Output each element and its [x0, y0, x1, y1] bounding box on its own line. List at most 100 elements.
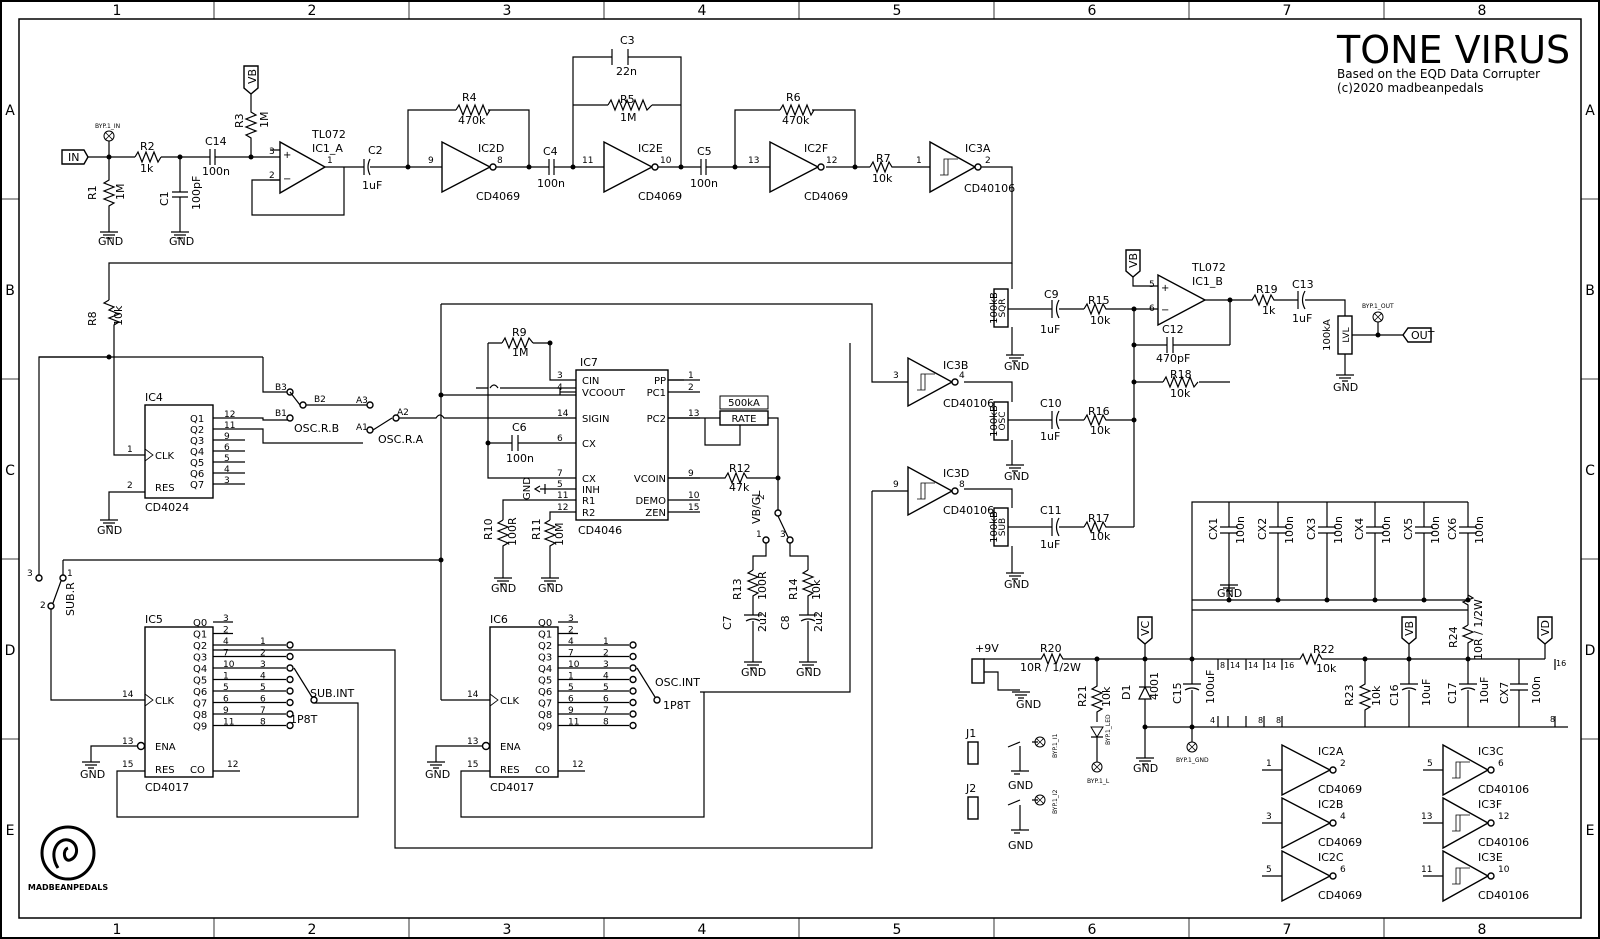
ic5-pin-2: 2	[223, 626, 229, 636]
r3-val: 1M	[258, 112, 271, 129]
r22-val: 10k	[1316, 662, 1337, 675]
gnd-j2: GND	[1008, 839, 1033, 852]
cx2-val: 100n	[1283, 516, 1296, 544]
ic3b-pin4: 4	[959, 371, 965, 381]
gnd-d1: GND	[1133, 762, 1158, 775]
cx7-ref: CX7	[1498, 682, 1511, 704]
ic4-pin-9: 9	[224, 432, 230, 442]
ic3c-ref: IC3C	[1478, 745, 1504, 758]
ic6-q1-name: Q1	[538, 630, 552, 641]
d1-val: 4001	[1148, 672, 1161, 700]
r13-ref: R13	[731, 578, 744, 600]
c8-val: 2u2	[812, 611, 825, 632]
row-b-right: B	[1585, 283, 1595, 299]
ic6-sw-pos-6: 6	[603, 695, 609, 705]
c10-val: 1uF	[1040, 430, 1060, 443]
ic3e-ref: IC3E	[1478, 851, 1503, 864]
divider-section: 3 1 2 SUB.R IC5 CD4017 CLK ENA RES CO 14…	[27, 491, 873, 849]
cx1-ref: CX1	[1207, 518, 1220, 540]
ic6-sw-pos-8: 8	[603, 718, 609, 728]
ic7-right-3-name: VCOIN	[634, 474, 666, 485]
ic7-right-5-name: ZEN	[645, 508, 666, 519]
ic1b-opamp	[1157, 273, 1207, 327]
schmitt-bd: 3 4 IC3B CD40106 9 8 IC3D CD40106	[441, 303, 994, 517]
pot-osc-value: 100kB	[989, 405, 1000, 437]
ic7-left-5-pin: 5	[557, 480, 563, 490]
ic6-ref: IC6	[490, 613, 508, 626]
svg-text:−: −	[283, 174, 291, 185]
cx3-val: 100n	[1332, 516, 1345, 544]
sw-a1: A1	[356, 423, 368, 433]
ic7-left-6-name: R1	[582, 496, 595, 507]
ic4-clk: CLK	[155, 451, 175, 462]
gnd-c7: GND	[741, 666, 766, 679]
r7-val: 10k	[872, 172, 893, 185]
ic4-q5-name: Q5	[190, 458, 204, 469]
col-6: 6	[1088, 3, 1097, 19]
ic6-pin-3: 3	[568, 614, 574, 624]
ic2d-ref: IC2D	[478, 142, 504, 155]
ic3a-pin2: 2	[985, 156, 991, 166]
ic6-pin13: 13	[467, 737, 478, 747]
gnd-osc: GND	[1004, 470, 1029, 483]
ic6-ena: ENA	[500, 742, 521, 753]
ic6-q3-name: Q3	[538, 653, 552, 664]
r18-val: 10k	[1170, 387, 1191, 400]
ic6-q7-name: Q7	[538, 699, 552, 710]
col-1: 1	[113, 3, 122, 19]
row-c: C	[5, 463, 15, 479]
ic2c-pin5: 5	[1266, 865, 1272, 875]
ic2c-part: CD4069	[1318, 889, 1362, 902]
j1-label: J1	[965, 727, 976, 740]
ic5-chip	[144, 626, 214, 778]
ic7-ref: IC7	[580, 356, 598, 369]
ic6-pin-6: 6	[568, 695, 574, 705]
ic7-left-6-pin: 11	[557, 491, 568, 501]
c3-val: 22n	[616, 65, 637, 78]
pwr-top-0: 14	[1230, 661, 1240, 670]
p9v-label: +9V	[975, 642, 999, 655]
col-5: 5	[893, 3, 902, 19]
logo-text: MADBEANPEDALS	[28, 883, 109, 892]
ic4-q3-name: Q3	[190, 436, 204, 447]
pot-rate-label: RATE	[731, 414, 756, 425]
ic7-chip	[575, 369, 669, 521]
ic5-pin-7: 7	[223, 649, 229, 659]
svg-text:+: +	[283, 150, 291, 161]
row-a: A	[5, 103, 15, 119]
c16-val: 10uF	[1420, 679, 1433, 706]
pot-lvl-value: 100kA	[1322, 319, 1333, 351]
r5-ref: R5	[620, 93, 635, 106]
ic5-pin-11: 11	[223, 718, 234, 728]
c14-ref: C14	[205, 135, 227, 148]
c9-val: 1uF	[1040, 323, 1060, 336]
gnd-ic6: GND	[425, 768, 450, 781]
ic5-q2-name: Q2	[193, 641, 207, 652]
ic7-right-2-name: PC2	[647, 414, 666, 425]
ic6-part: CD4017	[490, 781, 534, 794]
vbgl-pin1: 1	[756, 530, 762, 540]
ic7-left-4-name: CX	[582, 474, 596, 485]
ic6-chip	[489, 626, 559, 778]
out-jack-label: OUT	[1411, 329, 1435, 342]
ic6-pin15: 15	[467, 760, 478, 770]
col-7: 7	[1283, 3, 1292, 19]
c16-ref: C16	[1388, 684, 1401, 706]
in-jack-label: IN	[68, 151, 79, 164]
ic7-left-0-name: CIN	[582, 376, 599, 387]
row-c-right: C	[1585, 463, 1595, 479]
ic2a-part: CD4069	[1318, 783, 1362, 796]
ic4-pin2: 2	[127, 481, 133, 491]
ic4-pin-3: 3	[224, 476, 230, 486]
r9-val: 1M	[512, 346, 529, 359]
ic3b-schmitt	[907, 356, 954, 408]
pot-rate-value: 500kA	[728, 398, 760, 409]
c4-val: 100n	[537, 177, 565, 190]
vc-label: VC	[1139, 620, 1152, 636]
pot-sqr	[993, 288, 1009, 328]
r4-ref: R4	[462, 91, 477, 104]
c1-val: 100pF	[190, 176, 203, 210]
c5-ref: C5	[697, 145, 712, 158]
col-5-bottom: 5	[893, 922, 902, 938]
